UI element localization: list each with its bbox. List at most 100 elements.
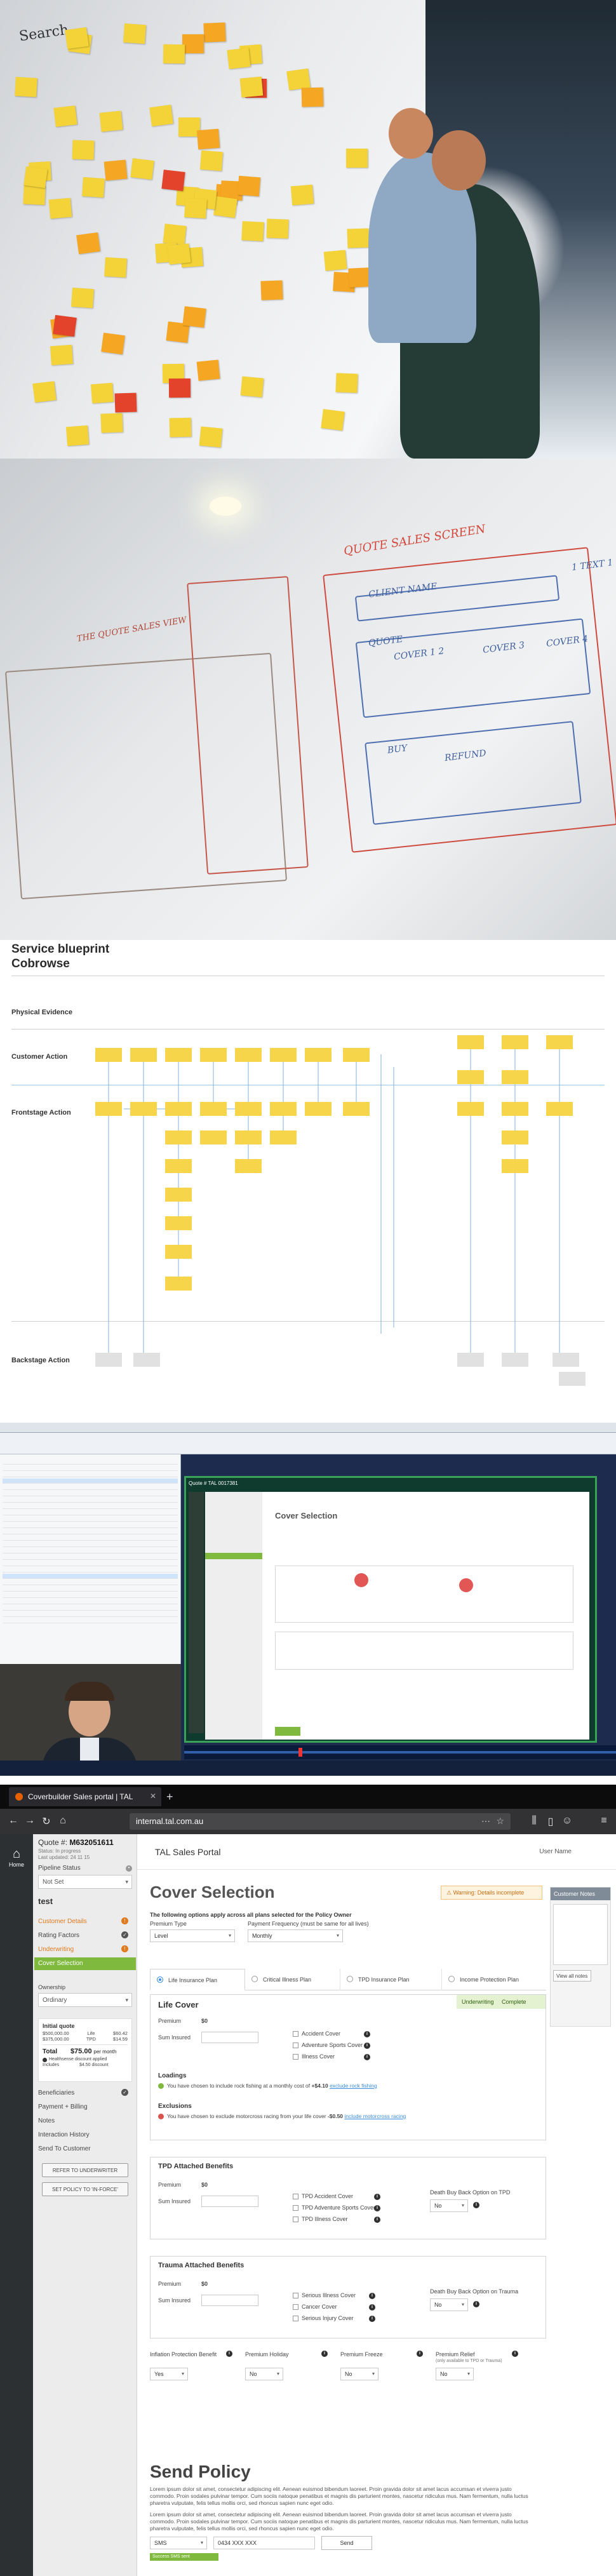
quote-pane-link[interactable]: Send To Customer xyxy=(38,2145,91,2152)
quote-nav-item[interactable]: Rating Factors✓ xyxy=(38,1929,132,1942)
info-icon[interactable]: i xyxy=(369,2304,375,2311)
life-sum-insured-input[interactable] xyxy=(201,2032,258,2043)
extra-option-select[interactable]: No▾ xyxy=(245,2368,283,2380)
crm-list-row[interactable] xyxy=(3,1618,178,1623)
browser-tab[interactable]: Coverbuilder Sales portal | TAL ✕ xyxy=(9,1787,161,1806)
crm-list-row[interactable] xyxy=(3,1498,178,1503)
crm-list-row[interactable] xyxy=(3,1574,178,1579)
info-icon[interactable]: i xyxy=(364,2054,370,2060)
accident-cover-checkbox[interactable]: Accident Cover xyxy=(293,2030,340,2037)
exclude-rock-fishing-link[interactable]: exclude rock fishing xyxy=(330,2083,377,2089)
crm-list-row[interactable] xyxy=(3,1459,178,1465)
crm-list-row[interactable] xyxy=(3,1504,178,1509)
extra-option-select[interactable]: Yes▾ xyxy=(150,2368,188,2380)
cancer-cover-checkbox[interactable]: Cancer Cover xyxy=(293,2304,337,2310)
payment-frequency-select[interactable]: Monthly ▾ xyxy=(248,1929,343,1942)
account-icon[interactable]: ☺ xyxy=(561,1815,573,1826)
info-icon[interactable]: i xyxy=(369,2316,375,2322)
quote-pane-link[interactable]: Beneficiaries✓ xyxy=(38,2087,132,2100)
close-icon[interactable]: ✕ xyxy=(149,1792,156,1801)
crm-list-row[interactable] xyxy=(3,1548,178,1553)
crm-list-row[interactable] xyxy=(3,1479,178,1484)
serious-illness-checkbox[interactable]: Serious Illness Cover xyxy=(293,2292,356,2298)
crm-list-row[interactable] xyxy=(3,1587,178,1592)
tpd-illness-checkbox[interactable]: TPD Illness Cover xyxy=(293,2216,348,2222)
tab-life-insurance-plan[interactable]: Life Insurance Plan xyxy=(150,1969,245,1990)
serious-injury-checkbox[interactable]: Serious Injury Cover xyxy=(293,2315,354,2321)
view-all-notes-button[interactable]: View all notes xyxy=(553,1970,591,1982)
set-policy-inforce-button[interactable]: SET POLICY TO 'IN-FORCE' xyxy=(42,2182,128,2196)
crm-list-row[interactable] xyxy=(3,1529,178,1534)
crm-list-row[interactable] xyxy=(3,1606,178,1611)
tpd-accident-checkbox[interactable]: TPD Accident Cover xyxy=(293,2193,353,2199)
user-name-link[interactable]: User Name xyxy=(539,1848,572,1855)
crm-list-row[interactable] xyxy=(3,1599,178,1604)
crm-list-row[interactable] xyxy=(3,1517,178,1522)
bookmark-star-icon[interactable]: ☆ xyxy=(496,1816,504,1826)
forward-arrow-icon[interactable]: → xyxy=(25,1815,35,1826)
library-icon[interactable]: ⫼ xyxy=(532,1815,537,1826)
tpd-sum-insured-input[interactable] xyxy=(201,2196,258,2207)
trauma-sum-insured-input[interactable] xyxy=(201,2295,258,2306)
info-icon[interactable]: i xyxy=(473,2301,479,2307)
crm-list-row[interactable] xyxy=(3,1472,178,1477)
info-icon[interactable]: i xyxy=(473,2202,479,2208)
trauma-death-buy-back-select[interactable]: No ▾ xyxy=(430,2298,468,2311)
premium-type-select[interactable]: Level ▾ xyxy=(150,1929,235,1942)
info-icon[interactable]: i xyxy=(226,2351,232,2357)
info-icon[interactable]: i xyxy=(364,2043,370,2049)
crm-list-row[interactable] xyxy=(3,1523,178,1528)
tab-tpd-insurance-plan[interactable]: TPD Insurance Plan xyxy=(340,1969,442,1990)
back-arrow-icon[interactable]: ← xyxy=(8,1815,18,1826)
phone-number-input[interactable]: 0434 XXX XXX xyxy=(213,2537,315,2549)
crm-list-row[interactable] xyxy=(3,1510,178,1515)
sidebar-icon[interactable]: ▯ xyxy=(547,1816,554,1827)
tab-critical-illness-plan[interactable]: Critical Illness Plan xyxy=(245,1969,340,1990)
page-actions-icon[interactable]: ⋯ xyxy=(481,1816,490,1826)
crm-list-row[interactable] xyxy=(3,1593,178,1598)
info-icon[interactable]: i xyxy=(374,2194,380,2200)
crm-list-row[interactable] xyxy=(3,1466,178,1471)
new-tab-button[interactable]: + xyxy=(166,1790,173,1803)
crm-list-row[interactable] xyxy=(3,1555,178,1560)
send-button[interactable]: Send xyxy=(321,2536,372,2550)
adventure-sports-checkbox[interactable]: Adventure Sports Cover xyxy=(293,2042,363,2048)
send-channel-select[interactable]: SMS ▾ xyxy=(150,2537,207,2549)
refer-to-underwriter-button[interactable]: REFER TO UNDERWRITER xyxy=(42,2163,128,2177)
quote-pane-link[interactable]: Notes xyxy=(38,2117,55,2124)
crm-list-row[interactable] xyxy=(3,1561,178,1566)
rail-home-button[interactable]: ⌂ Home xyxy=(4,1847,29,1868)
crm-list-row[interactable] xyxy=(3,1567,178,1573)
crm-list-row[interactable] xyxy=(3,1580,178,1585)
tpd-death-buy-back-select[interactable]: No ▾ xyxy=(430,2199,468,2212)
address-bar[interactable]: internal.tal.com.au ⋯ ☆ xyxy=(130,1813,511,1830)
crm-list-row[interactable] xyxy=(3,1485,178,1490)
info-icon[interactable]: i xyxy=(321,2351,328,2357)
crm-list-row[interactable] xyxy=(3,1542,178,1547)
info-icon[interactable]: i xyxy=(512,2351,518,2357)
ownership-select[interactable]: Ordinary ▾ xyxy=(38,1993,132,2007)
extra-option-select[interactable]: No▾ xyxy=(340,2368,378,2380)
tab-income-protection-plan[interactable]: Income Protection Plan xyxy=(442,1969,546,1990)
include-motorcross-link[interactable]: include motorcross racing xyxy=(344,2113,406,2119)
quote-nav-item[interactable]: Cover Selection xyxy=(34,1957,136,1970)
reload-icon[interactable]: ↻ xyxy=(42,1816,51,1827)
tpd-adventure-checkbox[interactable]: TPD Adventure Sports Cover xyxy=(293,2204,375,2211)
info-icon[interactable]: i xyxy=(417,2351,423,2357)
quote-nav-item[interactable]: Underwriting! xyxy=(38,1943,132,1956)
quote-nav-item[interactable]: Customer Details! xyxy=(38,1915,132,1928)
extra-option-select[interactable]: No▾ xyxy=(436,2368,474,2380)
info-icon[interactable]: i xyxy=(369,2293,375,2299)
info-icon[interactable]: i xyxy=(374,2217,380,2223)
quote-pane-link[interactable]: Payment + Billing xyxy=(38,2103,88,2110)
menu-icon[interactable]: ≡ xyxy=(601,1815,607,1826)
crm-list-row[interactable] xyxy=(3,1612,178,1617)
info-icon[interactable]: i xyxy=(374,2205,380,2211)
crm-list-row[interactable] xyxy=(3,1491,178,1496)
quote-pane-link[interactable]: Interaction History xyxy=(38,2131,90,2138)
crm-list-row[interactable] xyxy=(3,1536,178,1541)
customer-notes-textarea[interactable] xyxy=(553,1904,608,1965)
home-nav-icon[interactable]: ⌂ xyxy=(60,1815,66,1826)
illness-cover-checkbox[interactable]: Illness Cover xyxy=(293,2053,335,2060)
info-icon[interactable]: i xyxy=(364,2031,370,2037)
